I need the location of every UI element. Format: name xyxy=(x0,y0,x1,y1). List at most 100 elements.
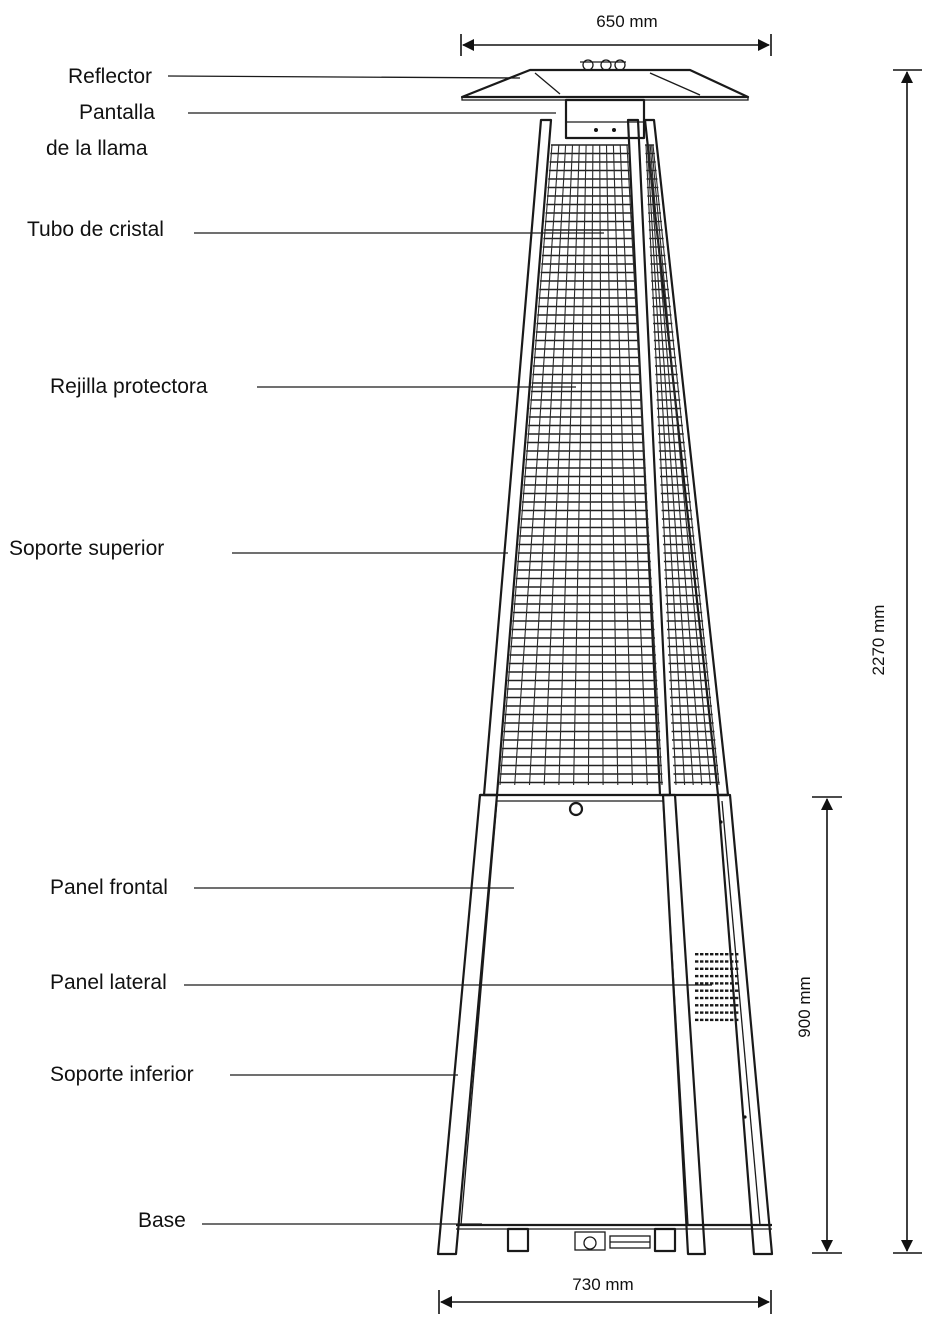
vent-slot xyxy=(715,967,719,970)
vent-slot xyxy=(725,989,729,992)
vent-slot xyxy=(705,1018,709,1022)
grill-vertical xyxy=(646,144,686,786)
grill-vertical xyxy=(652,144,720,786)
vent-slot xyxy=(705,974,709,978)
vent-slot xyxy=(705,960,709,963)
base-shape xyxy=(506,1227,677,1253)
vent-slot xyxy=(725,1011,729,1014)
vent-slot xyxy=(725,982,729,985)
flame-screen-shape xyxy=(564,98,646,140)
vent-slot xyxy=(710,982,714,985)
vent-slot xyxy=(725,953,729,956)
grill-vertical xyxy=(605,144,619,786)
vent-slot xyxy=(710,960,714,963)
vent-slot xyxy=(700,1011,704,1014)
vent-slot xyxy=(720,1004,724,1007)
dimension-base-height: 900 mm xyxy=(795,976,814,1037)
vent-slot xyxy=(695,960,699,963)
dimension-total-height: 2270 mm xyxy=(869,605,888,676)
grill-vertical xyxy=(645,144,677,786)
vent-slot xyxy=(700,996,704,1000)
vent-slot xyxy=(720,967,724,970)
vent-slot xyxy=(715,996,719,1000)
vent-slot xyxy=(715,989,719,992)
vent-slot xyxy=(705,1004,709,1007)
vent-slot xyxy=(735,1004,739,1007)
vent-slot xyxy=(715,960,719,963)
vent-slot xyxy=(725,1018,729,1022)
vent-slot xyxy=(715,1018,719,1022)
grill-vertical xyxy=(619,144,648,786)
protective-grill-front xyxy=(499,144,663,784)
vent-slot xyxy=(735,996,739,1000)
vent-slot xyxy=(735,960,739,963)
vent-slot xyxy=(725,996,729,1000)
vent-slot xyxy=(715,1004,719,1007)
vent-slot xyxy=(695,1011,699,1014)
vent-slot xyxy=(710,1004,714,1007)
grill-vertical xyxy=(543,144,574,786)
vent-slot xyxy=(695,982,699,985)
protective-grill-side xyxy=(645,144,720,784)
vent-slot xyxy=(730,974,734,978)
grill-vertical xyxy=(573,144,587,786)
vent-slot xyxy=(700,989,704,992)
reflector-shape xyxy=(460,59,750,101)
grill-vertical xyxy=(626,144,663,786)
vent-slot xyxy=(715,974,719,978)
label-base: Base xyxy=(138,1209,186,1232)
grill-vertical xyxy=(651,144,711,786)
vent-slot xyxy=(720,1018,724,1022)
vent-slot xyxy=(720,1011,724,1014)
vent-slot xyxy=(705,967,709,970)
dimension-base-width: 730 mm xyxy=(572,1275,633,1294)
vent-slot xyxy=(700,960,704,963)
lower-frame xyxy=(436,793,774,1256)
label-upper-support: Soporte superior xyxy=(9,537,164,560)
vent-slot xyxy=(700,1018,704,1022)
vent-slot xyxy=(715,982,719,985)
vent-slot xyxy=(695,953,699,956)
glass-tube-shape xyxy=(499,144,720,786)
grill-vertical xyxy=(558,144,580,786)
vent-slot xyxy=(710,953,714,956)
vent-slot xyxy=(710,967,714,970)
grill-vertical xyxy=(599,144,604,786)
label-reflector: Reflector xyxy=(68,65,152,88)
vent-slot xyxy=(720,960,724,963)
vent-slot xyxy=(730,967,734,970)
vent-slot xyxy=(730,953,734,956)
vent-slot xyxy=(735,982,739,985)
vent-slot xyxy=(725,960,729,963)
label-side-panel: Panel lateral xyxy=(50,971,167,994)
vent-slot xyxy=(725,974,729,978)
grill-vertical xyxy=(649,144,703,786)
vent-slot xyxy=(710,1011,714,1014)
vent-slot xyxy=(695,974,699,978)
vent-slot xyxy=(695,1004,699,1007)
side-panel-vents xyxy=(695,953,739,1022)
vent-slot xyxy=(730,1011,734,1014)
vent-slot xyxy=(720,982,724,985)
vent-slot xyxy=(700,953,704,956)
vent-slot xyxy=(705,1011,709,1014)
vent-slot xyxy=(720,989,724,992)
vent-slot xyxy=(695,989,699,992)
grill-vertical xyxy=(648,144,694,786)
dimension-lines xyxy=(438,34,922,1314)
vent-slot xyxy=(735,967,739,970)
vent-slot xyxy=(720,953,724,956)
vent-slot xyxy=(720,996,724,1000)
vent-slot xyxy=(695,1018,699,1022)
vent-slot xyxy=(725,1004,729,1007)
label-front-panel: Panel frontal xyxy=(50,876,168,899)
vent-slot xyxy=(730,989,734,992)
vent-slot xyxy=(705,989,709,992)
vent-slot xyxy=(700,974,704,978)
vent-slot xyxy=(735,953,739,956)
label-protective-grill: Rejilla protectora xyxy=(50,375,208,398)
vent-slot xyxy=(730,996,734,1000)
vent-slot xyxy=(710,1018,714,1022)
vent-slot xyxy=(730,1004,734,1007)
